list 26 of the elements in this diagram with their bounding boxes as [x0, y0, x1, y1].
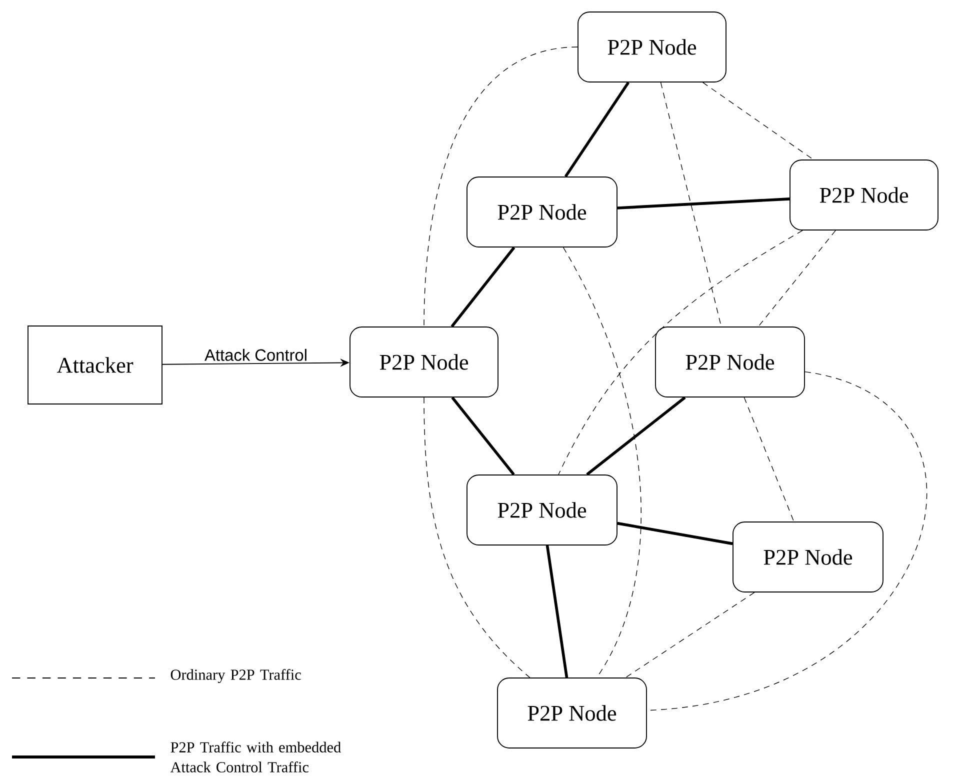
connector-line	[744, 397, 794, 522]
connector-line	[758, 230, 836, 327]
connector-line	[586, 396, 686, 476]
connector-line	[451, 396, 515, 476]
peer-node-box: P2P Node	[655, 326, 805, 398]
peer-node-box: P2P Node	[350, 326, 498, 398]
peer-node-box: P2P Node	[790, 160, 938, 230]
peer-node-box: P2P Node	[578, 12, 726, 82]
connector-line	[558, 230, 803, 475]
connector-line	[424, 397, 530, 678]
connector-line	[702, 82, 814, 160]
connector-line	[546, 545, 568, 678]
peer-node-box: P2P Node	[466, 474, 618, 546]
attacker-box: Attacker	[28, 326, 162, 404]
connector-line	[424, 46, 578, 327]
connector-line	[625, 592, 755, 678]
connector-line	[617, 198, 790, 210]
connector-line	[564, 82, 630, 178]
peer-node-box: P2P Node	[732, 522, 884, 592]
peer-node-box: P2P Node	[466, 176, 618, 248]
legend-text: Ordinary P2P Traffic	[170, 668, 301, 683]
edge-label: Attack Control	[204, 348, 306, 361]
legend-text: P2P Traffic with embedded Attack Control Traffic	[170, 742, 341, 772]
peer-node-box: P2P Node	[497, 678, 647, 748]
connector-line	[450, 246, 516, 328]
connector-line	[617, 522, 733, 546]
